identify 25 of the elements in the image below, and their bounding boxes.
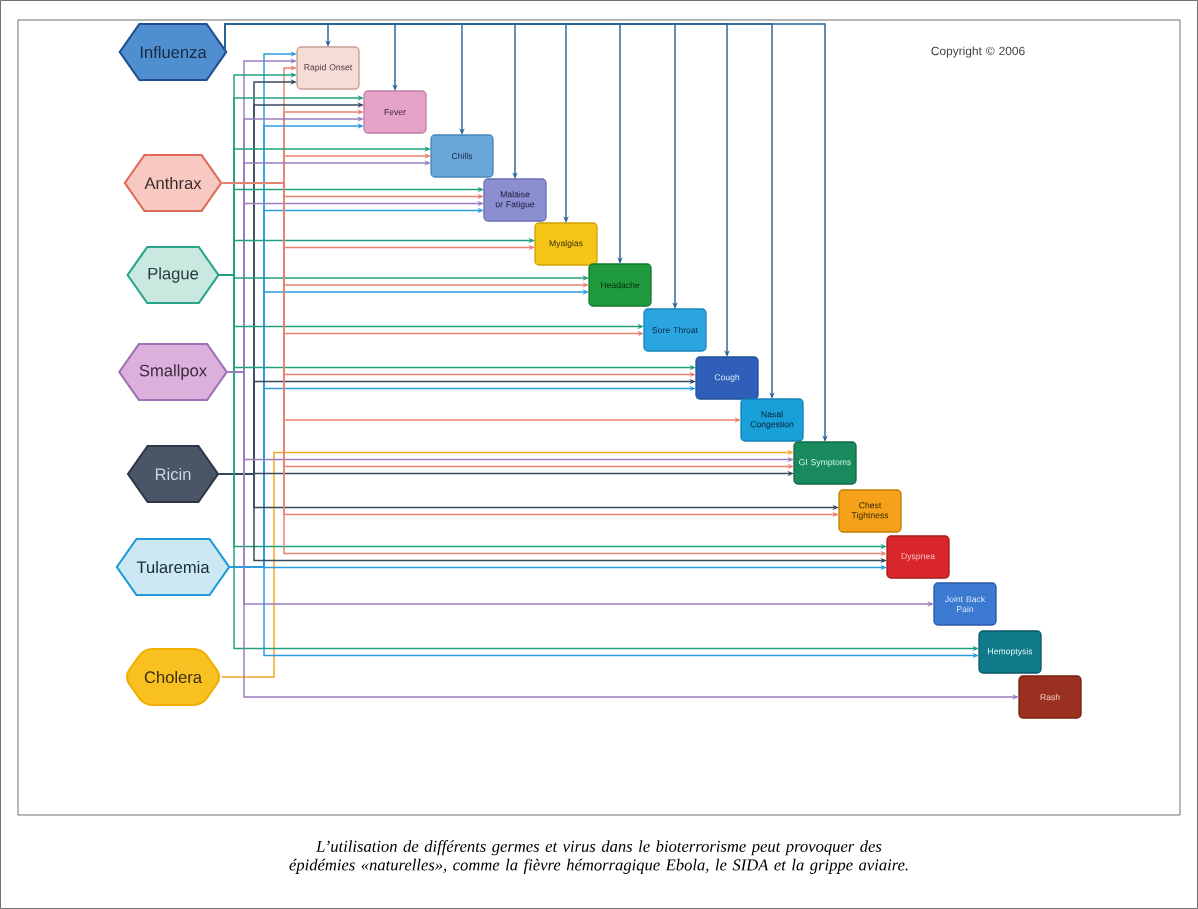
symptom-box: Cough	[695, 356, 759, 400]
symptom-box: Nasal Congestion	[740, 398, 804, 442]
symptom-box: Myalgias	[534, 222, 598, 266]
symptom-box: Malaise or Fatigue	[483, 178, 547, 222]
arrow	[220, 449, 794, 678]
disease-hexagon: Ricin	[126, 444, 220, 504]
symptom-box: Dyspnea	[886, 535, 950, 579]
copyright-note: Copyright © 2006	[931, 46, 1025, 58]
disease-hexagon: Anthrax	[123, 153, 223, 213]
symptom-box: Chills	[430, 134, 494, 178]
caption: L’utilisation de différents germes et virus dans le bioterrorisme peut provoquer des épidémies «naturelles», comme la fièvre hémorragique Ebola, le SIDA et la grippe aviaire.	[289, 840, 908, 874]
symptom-box: GI Symptoms	[793, 441, 857, 485]
symptom-box: Chest Tightness	[838, 489, 902, 533]
disease-hexagon: Influenza	[118, 22, 228, 82]
symptom-box: Headache	[588, 263, 652, 307]
symptom-box: Rash	[1018, 675, 1082, 719]
arrow	[224, 23, 828, 442]
disease-hexagon: Tularemia	[115, 537, 231, 597]
disease-hexagon: Plague	[126, 245, 220, 305]
symptom-box: Hemoptysis	[978, 630, 1042, 674]
symptom-box: Fever	[363, 90, 427, 134]
disease-hexagon: Smallpox	[118, 342, 228, 402]
symptom-box: Rapid Onset	[296, 46, 360, 90]
symptom-box: Joint Back Pain	[933, 582, 997, 626]
symptom-box: Sore Throat	[643, 308, 707, 352]
